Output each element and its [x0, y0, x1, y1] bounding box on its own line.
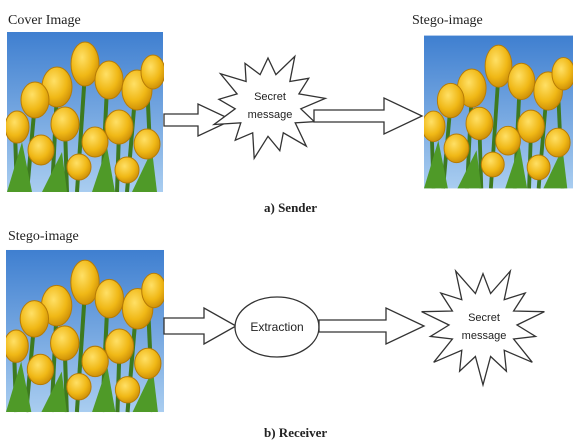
secret-message-label-2: message	[248, 109, 293, 121]
arrow-stego-to-extraction	[163, 306, 238, 346]
extracted-secret-burst	[421, 268, 545, 388]
arrow-extraction-to-secret	[318, 306, 426, 346]
sender-caption: a) Sender	[264, 200, 317, 215]
secret-message-label-1: Secret	[254, 91, 286, 103]
extracted-secret-label-1: Secret	[468, 312, 500, 324]
extracted-secret-label-2: message	[462, 330, 507, 342]
extraction-label: Extraction	[250, 320, 303, 334]
cover-image-label: Cover Image	[8, 13, 81, 28]
secret-message-burst	[211, 54, 328, 161]
cover-image	[5, 32, 165, 192]
receiver-stego-label: Stego-image	[8, 229, 79, 244]
arrow-cover-to-secret	[163, 102, 234, 138]
arrow-secret-to-stego	[313, 96, 424, 136]
receiver-stego-image	[4, 250, 166, 412]
receiver-caption: b) Receiver	[264, 425, 327, 440]
stego-image-label: Stego-image	[412, 13, 483, 28]
stego-image	[424, 33, 573, 191]
